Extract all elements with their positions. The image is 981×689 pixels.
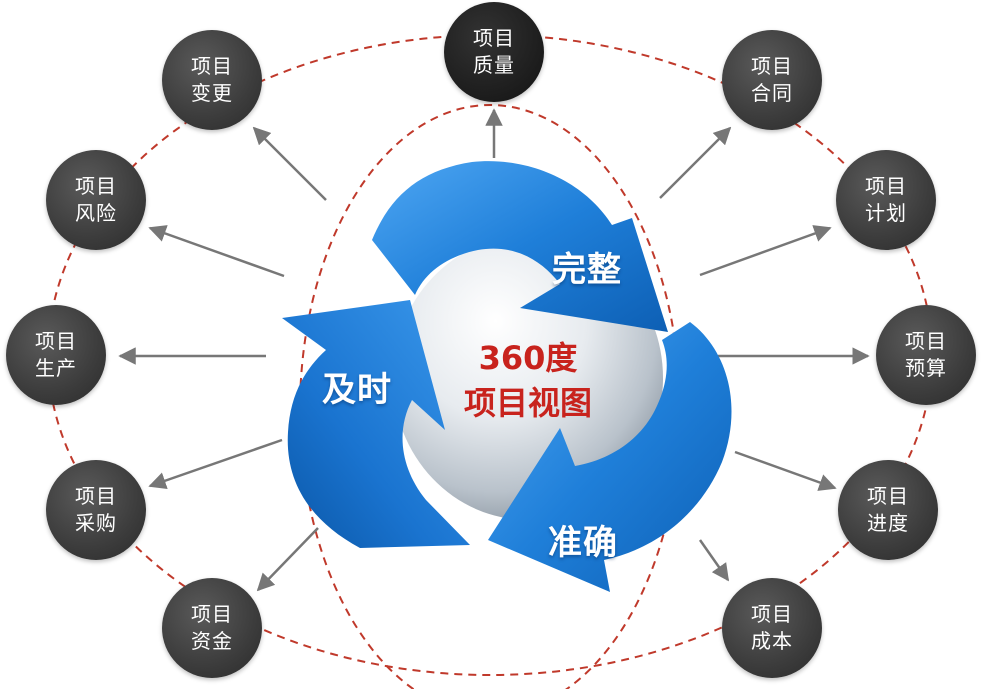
node-funds-line2: 资金: [191, 629, 233, 653]
node-cost-line2: 成本: [751, 629, 793, 653]
arrow-accurate: [488, 322, 732, 592]
connector-contract: [659, 126, 732, 199]
node-production-line1: 项目: [35, 329, 77, 353]
connector-cost: [698, 539, 730, 582]
node-funds: 项目 资金: [162, 578, 262, 678]
arrow-complete: [372, 161, 668, 332]
node-budget: 项目 预算: [876, 305, 976, 405]
node-contract-line2: 合同: [751, 81, 793, 105]
center-title-line2: 项目视图: [463, 384, 592, 422]
node-change-line2: 变更: [191, 81, 233, 105]
node-quality: 项目 质量: [444, 2, 544, 102]
node-plan-line1: 项目: [865, 174, 907, 198]
node-progress: 项目 进度: [838, 460, 938, 560]
node-cost-line1: 项目: [751, 602, 793, 626]
connector-funds: [256, 527, 319, 592]
connector-change: [252, 126, 327, 201]
center-title-line1: 360度: [478, 339, 578, 377]
connector-procurement: [148, 438, 283, 490]
arrow-timely: [282, 300, 470, 548]
node-contract: 项目 合同: [722, 30, 822, 130]
node-quality-line2: 质量: [473, 53, 515, 77]
node-procurement-line2: 采购: [75, 511, 117, 535]
node-production-line2: 生产: [35, 356, 77, 380]
node-plan-line2: 计划: [865, 201, 907, 225]
label-complete: 完整: [552, 250, 622, 290]
node-risk: 项目 风险: [46, 150, 146, 250]
connector-progress: [734, 450, 837, 491]
label-accurate: 准确: [548, 523, 618, 563]
label-timely: 及时: [322, 370, 392, 410]
node-progress-line2: 进度: [867, 511, 909, 535]
node-risk-line2: 风险: [75, 201, 117, 225]
node-contract-line1: 项目: [751, 54, 793, 78]
node-quality-line1: 项目: [473, 26, 515, 50]
node-change: 项目 变更: [162, 30, 262, 130]
node-procurement: 项目 采购: [46, 460, 146, 560]
node-risk-line1: 项目: [75, 174, 117, 198]
node-change-line1: 项目: [191, 54, 233, 78]
node-plan: 项目 计划: [836, 150, 936, 250]
node-budget-line1: 项目: [905, 329, 947, 353]
recycle-arrows: [282, 161, 732, 592]
node-cost: 项目 成本: [722, 578, 822, 678]
node-production: 项目 生产: [6, 305, 106, 405]
node-funds-line1: 项目: [191, 602, 233, 626]
connector-risk: [148, 225, 285, 278]
node-progress-line1: 项目: [867, 484, 909, 508]
connector-arrows: [118, 108, 870, 592]
node-procurement-line1: 项目: [75, 484, 117, 508]
node-budget-line2: 预算: [905, 356, 947, 380]
connector-plan: [699, 225, 832, 277]
